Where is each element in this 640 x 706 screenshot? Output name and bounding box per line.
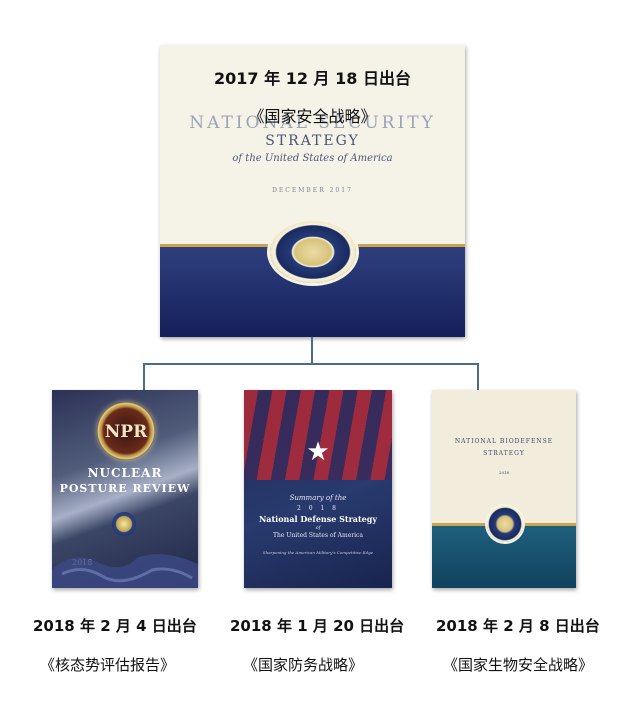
nds-cover-line5: The United States of America (273, 532, 363, 539)
top-doc-title-cn: 《国家安全战略》 (248, 107, 377, 126)
connector-stem (311, 337, 313, 363)
npr-emblem-letters: NPR (104, 422, 148, 442)
npr-cover-title1: NUCLEAR (87, 466, 163, 480)
connector-horizontal (143, 363, 479, 365)
connector-right (477, 363, 479, 390)
dod-seal-icon (112, 512, 136, 536)
npr-emblem-icon (97, 402, 155, 460)
top-doc-date: 2017 年 12 月 18 日出台 (214, 69, 411, 88)
national-defense-strategy-cover: ★ Summary of the 2 0 1 8 National Defens… (244, 390, 392, 588)
top-cover-line3: of the United States of America (232, 153, 393, 164)
nds-cover-line2: 2 0 1 8 (297, 505, 339, 512)
npr-title-cn: 《核态势评估报告》 (40, 656, 176, 674)
nbs-cover-line2: STRATEGY (483, 450, 525, 457)
npr-release-date: 2018 年 2 月 4 日出台 (33, 617, 197, 635)
top-cover-line1: NATIONAL SECURITY (189, 113, 436, 133)
nds-title-cn: 《国家防务战略》 (243, 656, 364, 674)
nds-cover-line6: Sharpening the American Military's Compe… (262, 550, 374, 555)
top-cover-line4: DECEMBER 2017 (272, 187, 353, 194)
nds-cover-line4: of (315, 525, 321, 531)
nds-cover-line3: National Defense Strategy (258, 514, 378, 524)
presidential-seal-icon (270, 221, 356, 283)
top-cover-line2: STRATEGY (265, 133, 360, 149)
national-security-strategy-cover: 2017 年 12 月 18 日出台 NATIONAL SECURITY 《国家… (160, 45, 465, 337)
nds-cover-line1: Summary of the (289, 494, 347, 502)
nds-release-date: 2018 年 1 月 20 日出台 (230, 617, 405, 635)
nbs-title-cn: 《国家生物安全战略》 (443, 656, 594, 674)
presidential-seal-icon (487, 506, 523, 542)
flag-stripes (244, 390, 392, 480)
nbs-release-date: 2018 年 2 月 8 日出台 (436, 617, 600, 635)
connector-left (143, 363, 145, 390)
national-biodefense-strategy-cover: NATIONAL BIODEFENSE STRATEGY 2018 (432, 390, 576, 588)
eagle-icon: ★ (306, 437, 330, 467)
nbs-cover-line3: 2018 (498, 470, 510, 475)
nuclear-posture-review-cover: NPR NUCLEAR POSTURE REVIEW 2018 (52, 390, 198, 588)
world-map-icon (52, 554, 198, 588)
nbs-cover-line1: NATIONAL BIODEFENSE (454, 438, 554, 445)
npr-cover-title2: POSTURE REVIEW (59, 482, 191, 495)
